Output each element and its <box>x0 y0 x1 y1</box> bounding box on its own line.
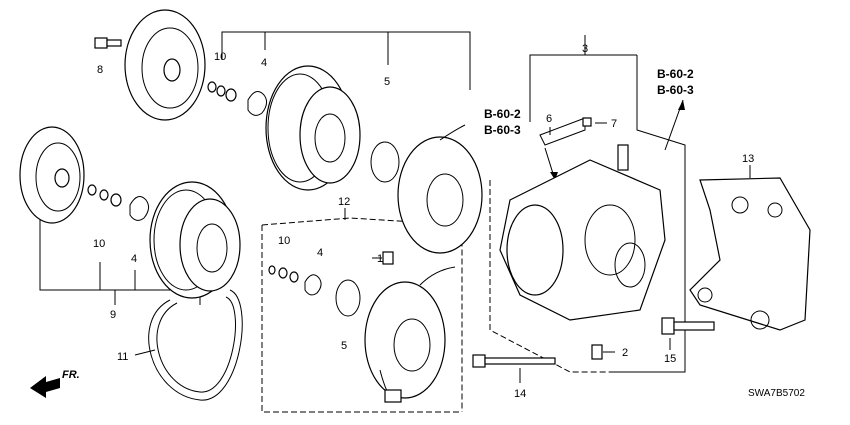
callout-2: 2 <box>622 347 628 359</box>
front-direction-indicator: FR. <box>30 369 80 398</box>
ref-left-b-60-3: B-60-3 <box>484 123 521 137</box>
washers-left <box>87 184 150 221</box>
field-coil-top <box>397 124 483 254</box>
callout-labels: 1 2 3 4 4 4 5 5 6 7 8 9 10 10 10 11 12 1… <box>93 43 754 400</box>
washers-group-12 <box>268 251 394 317</box>
callout-11: 11 <box>117 351 128 363</box>
front-arrow-icon <box>30 376 60 398</box>
front-label: FR. <box>62 369 80 381</box>
callout-10-left: 10 <box>93 238 105 250</box>
ref-right-b-60-3: B-60-3 <box>657 83 694 97</box>
ref-left-b-60-2: B-60-2 <box>484 107 521 121</box>
ref-right-b-60-2: B-60-2 <box>657 67 694 81</box>
callout-5-group12: 5 <box>341 340 347 352</box>
snap-ring-top <box>370 141 400 183</box>
callout-10-group12: 10 <box>278 235 290 247</box>
diagram-code: SWA7B5702 <box>748 388 805 399</box>
callout-3: 3 <box>582 43 588 55</box>
callout-8: 8 <box>97 64 103 76</box>
callout-7: 7 <box>611 118 617 130</box>
compressor-body <box>499 117 666 321</box>
bolt-part-14 <box>472 354 556 368</box>
pulley-left <box>149 181 241 299</box>
bolt-part-15 <box>661 317 715 335</box>
callout-15: 15 <box>664 353 676 365</box>
callout-6: 6 <box>546 113 552 125</box>
bracket-part-13 <box>689 177 811 331</box>
callout-4-group12: 4 <box>317 247 323 259</box>
valve-part-2 <box>591 344 603 360</box>
drive-belt <box>148 289 243 401</box>
callout-14: 14 <box>514 388 526 400</box>
pulley-top <box>265 65 361 191</box>
field-coil-group-12 <box>364 266 456 403</box>
callout-10-top: 10 <box>214 51 226 63</box>
callout-9: 9 <box>110 309 116 321</box>
leader-lines <box>39 31 751 413</box>
callout-4-left: 4 <box>131 253 137 265</box>
callout-5-top: 5 <box>384 76 390 88</box>
clutch-plate-left <box>19 126 85 224</box>
reference-codes: B-60-2 B-60-3 B-60-2 B-60-3 <box>484 67 694 137</box>
callout-1: 1 <box>377 253 383 265</box>
callout-13: 13 <box>742 153 754 165</box>
bolt-part-7 <box>582 117 592 127</box>
clutch-plate-top <box>124 9 206 121</box>
washers-top <box>207 81 268 116</box>
bolt-part-8 <box>94 37 122 49</box>
callout-12: 12 <box>338 196 350 208</box>
callout-4-top: 4 <box>261 57 267 69</box>
